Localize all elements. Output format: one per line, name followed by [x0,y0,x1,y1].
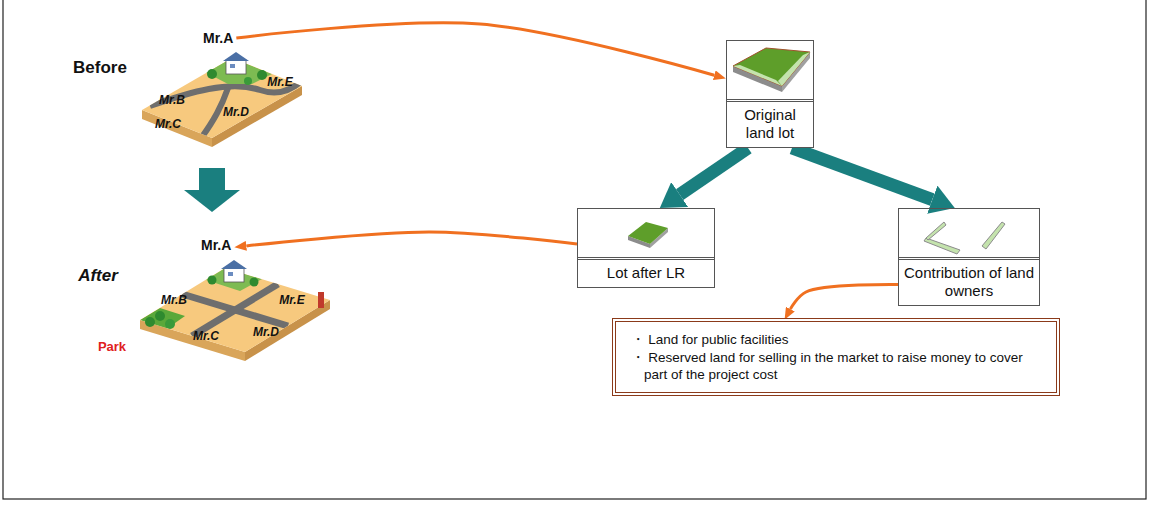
stage-heading: After [78,266,118,286]
owner-a-lot [206,268,262,291]
tree [257,70,267,80]
tree [165,319,175,329]
before-after-arrow [184,168,240,212]
tree [244,77,252,85]
node-text: Mr.A [198,236,234,254]
original-lot-picture [733,48,810,92]
note-box: ・ Land for public facilities・ Reserved l… [612,318,1060,396]
park-label: Park [98,339,126,354]
process-box: Contribution of land owners [898,208,1040,306]
house [224,268,244,282]
owner-label: Mr.A [198,236,234,254]
house [226,60,246,74]
owner-name: Mr.D [253,325,279,339]
owner-name: Mr.E [279,293,304,307]
owner-label: Mr.A [200,29,236,47]
split-arrow [680,148,748,195]
stage-heading: Before [73,58,127,78]
flow-arrow [790,284,898,309]
contribution-picture [924,222,1005,254]
tree [145,317,155,327]
node-text: Mr.A [200,29,236,47]
owner-name: Mr.B [159,93,185,107]
owner-name: Mr.C [193,329,219,343]
split-arrow [792,148,932,200]
node-text: ・ Land for public facilities [644,331,1044,348]
sign [318,292,324,308]
house-roof [221,260,247,269]
process-box: Lot after LR [577,208,715,288]
slab-top [140,268,330,352]
owner-a-lot [205,58,272,84]
tree [207,69,217,79]
process-box: Original land lot [726,40,814,148]
flow-arrow [246,232,577,246]
owner-name: Mr.D [223,105,249,119]
flow-arrow [236,23,714,75]
house-roof [223,52,249,61]
node-text: ・ Reserved land for selling in the marke… [644,349,1044,383]
before-illustration [142,52,305,147]
node-text: Original land lot [727,99,813,147]
tree [208,276,217,285]
park-area [140,308,185,330]
after-illustration [140,260,330,361]
lot-after-picture [628,222,668,248]
frame [3,0,1146,499]
owner-name: Mr.C [155,117,181,131]
house-window [230,64,235,68]
node-text: Lot after LR [578,257,714,287]
owner-name: Mr.B [161,293,187,307]
node-text: Contribution of land owners [899,257,1039,305]
house-window [228,272,233,276]
owner-name: Mr.E [267,75,292,89]
tree [155,311,165,321]
tree [250,278,259,287]
